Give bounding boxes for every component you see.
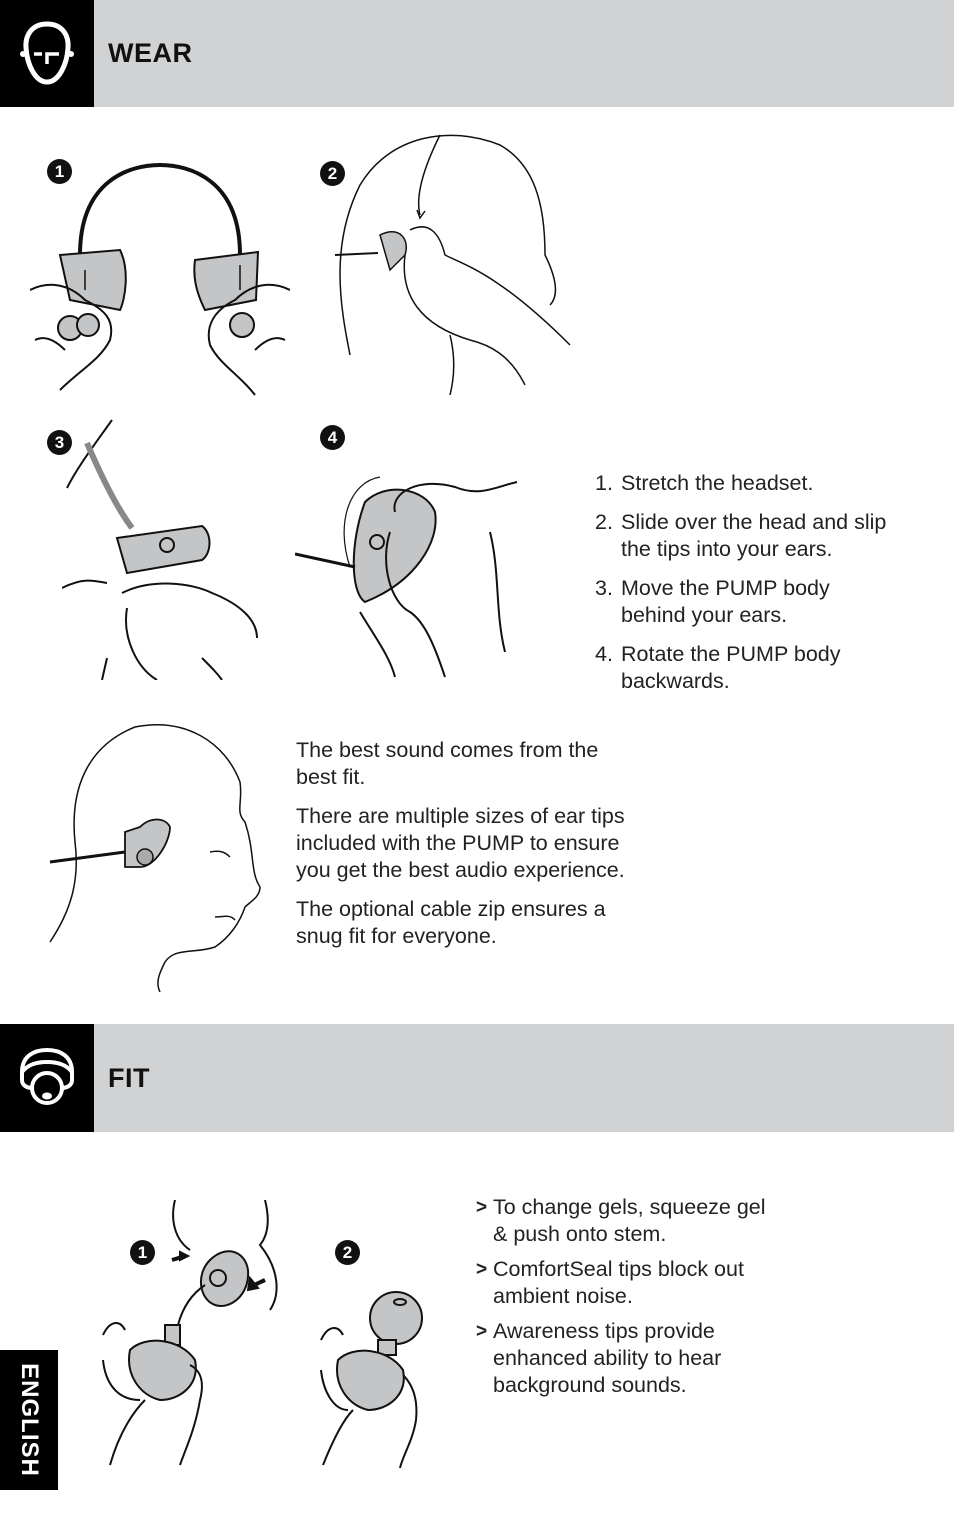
step-number: 2. [595,510,613,534]
wear-title: WEAR [108,38,193,68]
wear-step-2: 2. Slide over the head and slip the tips … [595,509,895,563]
language-tab: ENGLISH [0,1350,58,1490]
fit-section-header: FIT [0,1024,954,1132]
wear-section-header: WEAR [0,0,954,107]
wear-step-1: 1. Stretch the headset. [595,470,895,497]
tip-text: To change gels, squeeze gel & push onto … [493,1195,766,1246]
head-icon [20,20,74,85]
illustration-head-profile [45,722,265,992]
step-badge-3: 3 [47,430,72,455]
step-text: Move the PUMP body behind your ears. [621,576,830,627]
fit-paragraph-3: The optional cable zip ensures a snug fi… [296,897,606,948]
language-label: ENGLISH [16,1363,43,1477]
step-text: Stretch the headset. [621,471,814,495]
wear-icon-box [0,0,94,107]
step-number: 3. [595,576,613,600]
fit-title: FIT [108,1063,150,1093]
chevron-right-icon: > [476,1321,488,1342]
wear-step-4: 4. Rotate the PUMP body backwards. [595,641,895,695]
step-badge-4: 4 [320,425,345,450]
illustration-change-gel [100,1200,280,1468]
step-number: 4. [595,642,613,666]
step-badge-1: 1 [47,159,72,184]
fit-tip-2: >ComfortSeal tips block out ambient nois… [476,1256,776,1310]
illustration-gel-attached [318,1290,428,1468]
illustration-move-body [62,418,262,680]
tip-text: ComfortSeal tips block out ambient noise… [493,1257,744,1308]
fit-step-badge-1: 1 [130,1240,155,1265]
step-text: Slide over the head and slip the tips in… [621,510,887,561]
fit-paragraph-1: The best sound comes from the best fit. [296,738,599,789]
fit-paragraphs: The best sound comes from the best fit. … [296,737,626,962]
fit-tip-3: >Awareness tips provide enhanced ability… [476,1318,776,1399]
ear-tip-icon [20,1047,74,1105]
chevron-right-icon: > [476,1197,488,1218]
wear-step-3: 3. Move the PUMP body behind your ears. [595,575,895,629]
illustration-stretch-headset [30,160,290,400]
fit-paragraph-2: There are multiple sizes of ear tips inc… [296,804,625,882]
illustration-rotate-body [295,472,525,682]
fit-step-badge-2: 2 [335,1240,360,1265]
fit-tips: >To change gels, squeeze gel & push onto… [476,1194,776,1407]
chevron-right-icon: > [476,1259,488,1280]
step-text: Rotate the PUMP body backwards. [621,642,841,693]
tip-text: Awareness tips provide enhanced ability … [493,1319,722,1397]
wear-steps: 1. Stretch the headset. 2. Slide over the … [595,470,895,707]
fit-icon-box [0,1024,94,1132]
step-number: 1. [595,471,613,495]
step-badge-2: 2 [320,161,345,186]
illustration-slide-over-head [330,125,580,395]
fit-tip-1: >To change gels, squeeze gel & push onto… [476,1194,776,1248]
